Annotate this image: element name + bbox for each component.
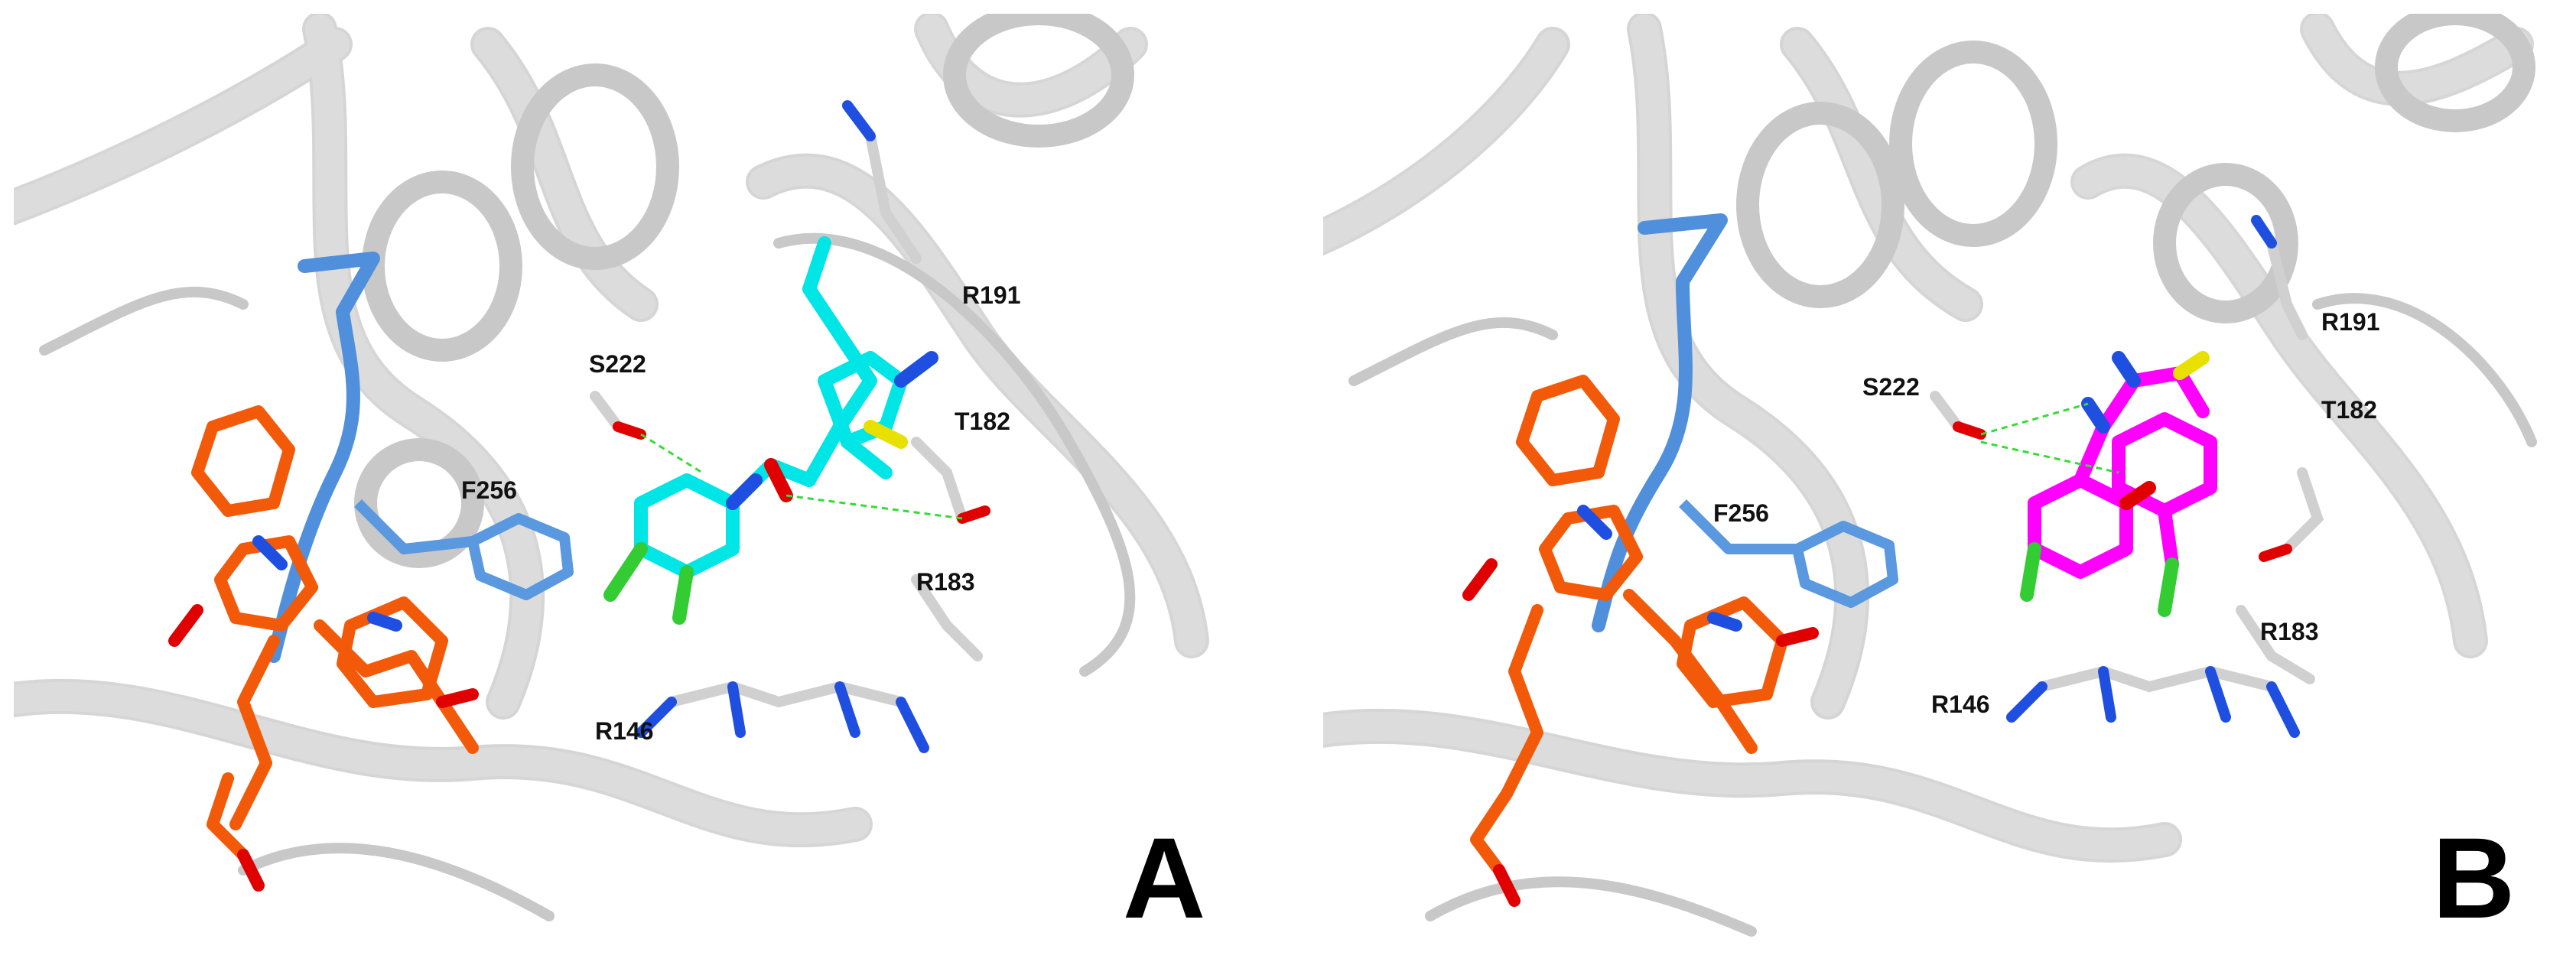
protein-helix (1736, 14, 2535, 323)
residue-f256-sticks (1679, 499, 1898, 608)
ligand-sticks (634, 236, 908, 579)
ligand-sticks (2028, 366, 2217, 579)
panel-a-structure-render (14, 14, 1209, 921)
protein-loop (1348, 293, 2537, 937)
protein-ribbon (1323, 15, 2531, 860)
label-r146: R146 (1931, 690, 1990, 718)
panel-b-molecular-view: S222 F256 R191 T182 R183 R146 B (1323, 14, 2562, 951)
label-s222: S222 (1862, 373, 1920, 401)
label-f256: F256 (1713, 499, 1769, 527)
residue-f256-sticks (354, 499, 574, 600)
ligand-oxygen-sticks (2119, 481, 2156, 510)
panel-letter-a: A (1123, 814, 1206, 942)
ligand-sulfur-sticks (2173, 351, 2210, 380)
cofactor-oxygen-sticks (1462, 558, 1819, 907)
residue-oxygen-sticks (1953, 421, 2292, 562)
ligand-chlorine-sticks (603, 542, 694, 625)
ligand-chlorine-sticks (2020, 542, 2179, 617)
cofactor-nitrogen-sticks (252, 535, 402, 632)
panel-letter-b: B (2432, 814, 2516, 942)
panel-a-molecular-view: S222 F256 R191 T182 R183 R146 A (14, 14, 1253, 951)
highlighted-loop (267, 252, 380, 663)
residue-nitrogen-sticks (636, 100, 929, 753)
residue-sticks (1930, 238, 2324, 693)
label-f256: F256 (461, 476, 517, 504)
cofactor-sticks (191, 405, 479, 861)
label-r191: R191 (962, 281, 1021, 309)
label-t182: T182 (955, 408, 1010, 435)
protein-loop (39, 232, 1136, 921)
label-t182: T182 (2321, 396, 2377, 424)
protein-ribbon-shadow (1323, 14, 2534, 863)
cofactor-oxygen-sticks (168, 604, 479, 892)
label-r146: R146 (595, 717, 654, 745)
cofactor-sticks (1470, 375, 1788, 876)
highlighted-loop (1592, 213, 1728, 632)
residue-nitrogen-sticks (2006, 215, 2300, 738)
residue-sticks (590, 131, 983, 708)
residue-oxygen-sticks (613, 421, 990, 524)
label-r183: R183 (2260, 618, 2319, 645)
panel-b-structure-render (1323, 14, 2537, 937)
label-r191: R191 (2321, 308, 2380, 336)
cofactor-nitrogen-sticks (1577, 505, 1742, 632)
ligand-oxygen-sticks (764, 458, 793, 502)
ligand-sulfur-sticks (864, 420, 908, 449)
ligand-nitrogen-sticks (2081, 351, 2141, 434)
label-s222: S222 (589, 350, 646, 378)
ligand-nitrogen-sticks (726, 351, 938, 510)
label-r183: R183 (916, 568, 975, 596)
hydrogen-bond-lines (640, 433, 963, 520)
protein-ribbon (14, 15, 1206, 845)
hydrogen-bond-lines (1980, 402, 2119, 474)
